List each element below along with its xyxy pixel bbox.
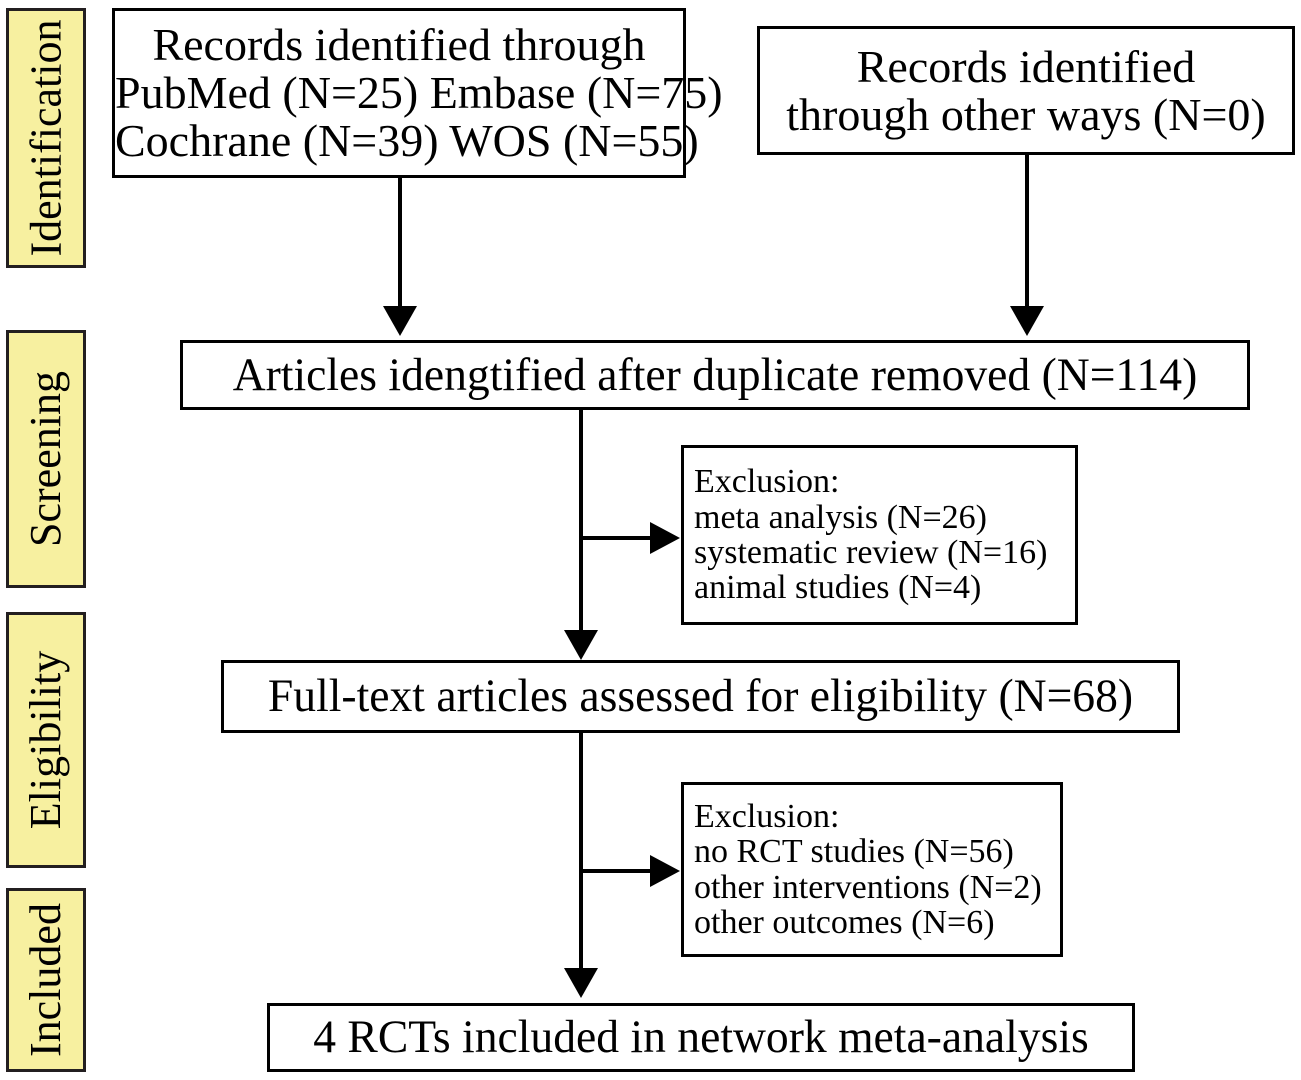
stage-label-identification: Identification xyxy=(6,8,86,268)
box-included-final: 4 RCTs included in network meta-analysis xyxy=(267,1003,1135,1072)
box-exclusion-screening: Exclusion: meta analysis (N=26) systemat… xyxy=(681,445,1078,625)
exclusion-screening-line-3: systematic review (N=16) xyxy=(694,534,1048,571)
arrow-down-to-full-text xyxy=(564,630,598,660)
arrow-right-to-exclusion-screening xyxy=(650,522,680,554)
stage-label-included: Included xyxy=(6,888,86,1072)
connector-line-eligibility-spine xyxy=(579,733,583,973)
records-databases-line-2: PubMed (N=25) Embase (N=75) xyxy=(115,67,723,119)
included-final-line-1: 4 RCTs included in network meta-analysis xyxy=(313,1011,1089,1064)
stage-label-identification-text: Identification xyxy=(21,19,71,257)
connector-line-to-exclusion-screening xyxy=(579,536,651,540)
exclusion-eligibility-line-1: Exclusion: xyxy=(694,797,840,835)
connector-line-screening-spine xyxy=(579,410,583,635)
exclusion-screening-line-4: animal studies (N=4) xyxy=(694,569,982,607)
stage-label-eligibility: Eligibility xyxy=(6,612,86,868)
box-full-text-assessed: Full-text articles assessed for eligibil… xyxy=(221,660,1180,733)
box-records-identified-databases: Records identified through PubMed (N=25)… xyxy=(112,8,723,178)
records-databases-line-3: Cochrane (N=39) WOS (N=55) xyxy=(115,114,699,166)
box-records-identified-other: Records identified through other ways (N… xyxy=(757,26,1295,155)
exclusion-eligibility-line-2: no RCT studies (N=56) xyxy=(694,833,1014,871)
arrow-down-to-included xyxy=(564,968,598,998)
stage-label-screening: Screening xyxy=(6,330,86,588)
arrow-down-other-to-duplicates xyxy=(1010,306,1044,336)
connector-line-databases-to-duplicates xyxy=(398,178,402,308)
records-other-line-2: through other ways (N=0) xyxy=(786,88,1266,140)
stage-label-screening-text: Screening xyxy=(21,371,70,547)
arrow-down-databases-to-duplicates xyxy=(383,306,417,336)
stage-label-eligibility-text: Eligibility xyxy=(21,650,71,830)
connector-line-to-exclusion-eligibility xyxy=(579,869,651,873)
exclusion-screening-line-1: Exclusion: xyxy=(694,463,840,501)
full-text-line-1: Full-text articles assessed for eligibil… xyxy=(267,670,1134,723)
box-exclusion-eligibility: Exclusion: no RCT studies (N=56) other i… xyxy=(681,782,1063,957)
records-other-line-1: Records identified xyxy=(856,40,1196,92)
stage-label-included-text: Included xyxy=(21,903,70,1057)
connector-line-other-to-duplicates xyxy=(1025,155,1029,308)
exclusion-eligibility-line-3: other interventions (N=2) xyxy=(694,868,1042,906)
exclusion-screening-line-2: meta analysis (N=26) xyxy=(694,498,987,536)
after-duplicates-line-1: Articles idengtified after duplicate rem… xyxy=(232,348,1198,401)
box-articles-after-duplicates: Articles idengtified after duplicate rem… xyxy=(180,340,1250,410)
exclusion-eligibility-line-4: other outcomes (N=6) xyxy=(694,903,995,941)
records-databases-line-1: Records identified through xyxy=(152,19,646,71)
arrow-right-to-exclusion-eligibility xyxy=(650,855,680,887)
